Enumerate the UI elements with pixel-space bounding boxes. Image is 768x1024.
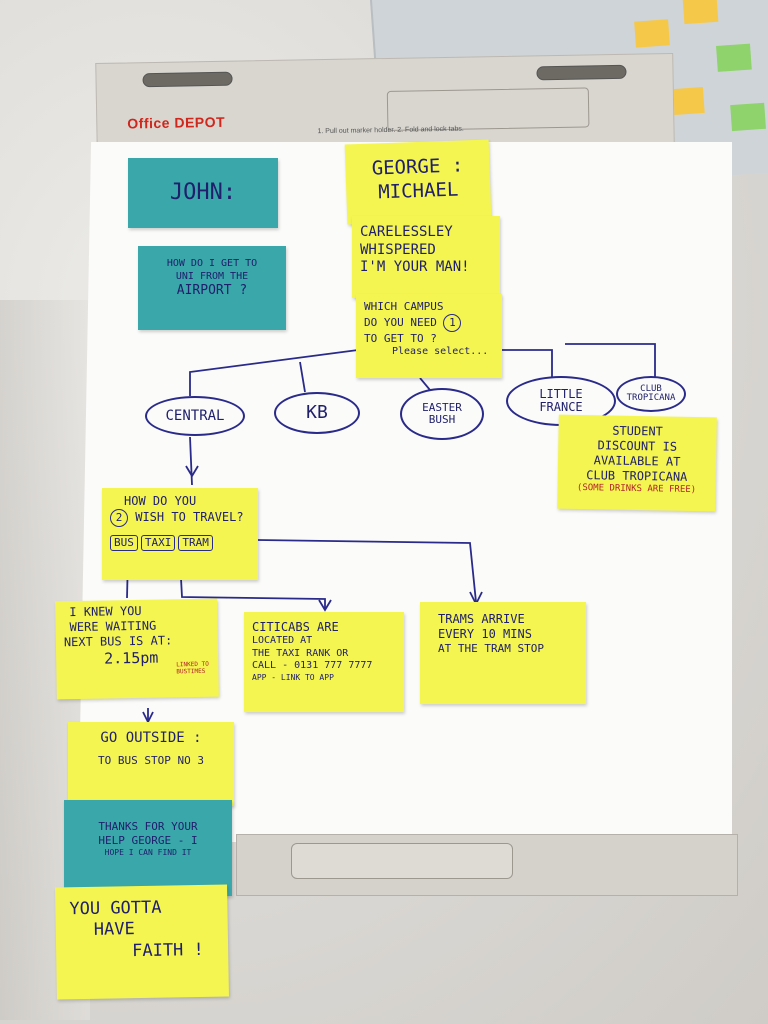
step-number-badge: 2: [110, 509, 128, 527]
note-go-outside: GO OUTSIDE : TO BUS STOP No 3: [68, 722, 234, 806]
connector-easter-bush: [419, 377, 431, 391]
taxi-phone[interactable]: CALL - 0131 777 7777: [252, 660, 373, 671]
campus-kb[interactable]: KB: [274, 392, 360, 434]
note-john-question: HOW DO I GET TO UNI FROM THE AIRPORT ?: [138, 246, 286, 330]
connector-club-tropicana: [565, 343, 656, 378]
connector-tram: [257, 539, 477, 603]
campus-central[interactable]: CENTRAL: [145, 396, 245, 436]
campus-easter-bush[interactable]: EASTER BUSH: [400, 388, 484, 440]
note-faith: YOU GOTTA HAVE FAITH !: [55, 884, 229, 1000]
arrow-taxi: [318, 599, 332, 612]
step-number-badge: 1: [443, 313, 462, 332]
bustimes-link-note: LINKED TO BUSTIMES: [176, 660, 209, 676]
option-taxi[interactable]: TAXI: [140, 535, 176, 551]
note-whisper: CARELESSLEY WHISPERED I'M YOUR MAN!: [352, 216, 500, 298]
note-thanks: THANKS FOR YOUR HELP GEORGE - I HOPE I C…: [64, 800, 232, 896]
campus-club-tropicana[interactable]: CLUB TROPICANA: [616, 376, 686, 412]
option-bus[interactable]: BUS: [110, 535, 138, 551]
note-taxi: CITICABS ARE LOCATED AT THE TAXI RANK OR…: [244, 612, 404, 712]
note-campus-question: WHICH CAMPUS DO YOU NEED 1 TO GET TO ? P…: [356, 294, 502, 378]
connector-central-travel: [189, 436, 193, 486]
note-student-discount: STUDENT DISCOUNT IS AVAILABLE AT CLUB TR…: [557, 414, 717, 512]
flipchart-base: [236, 834, 738, 896]
note-bus: I KNEW YOU WERE WAITING NEXT BUS IS AT: …: [55, 598, 219, 700]
note-tram: TRAMS ARRIVE EVERY 10 MINS AT THE TRAM S…: [420, 602, 586, 704]
connector-central: [189, 349, 359, 396]
arrow-central-travel: [185, 465, 199, 478]
note-george: GEORGE : MICHAEL: [344, 139, 492, 225]
connector-little-france: [502, 349, 553, 378]
option-tram[interactable]: TRAM: [178, 535, 213, 551]
base-tab: [291, 843, 513, 879]
connector-kb: [299, 361, 306, 393]
taxi-app-link[interactable]: APP - LINK TO APP: [252, 672, 334, 682]
note-john: JOHN:: [128, 158, 278, 228]
